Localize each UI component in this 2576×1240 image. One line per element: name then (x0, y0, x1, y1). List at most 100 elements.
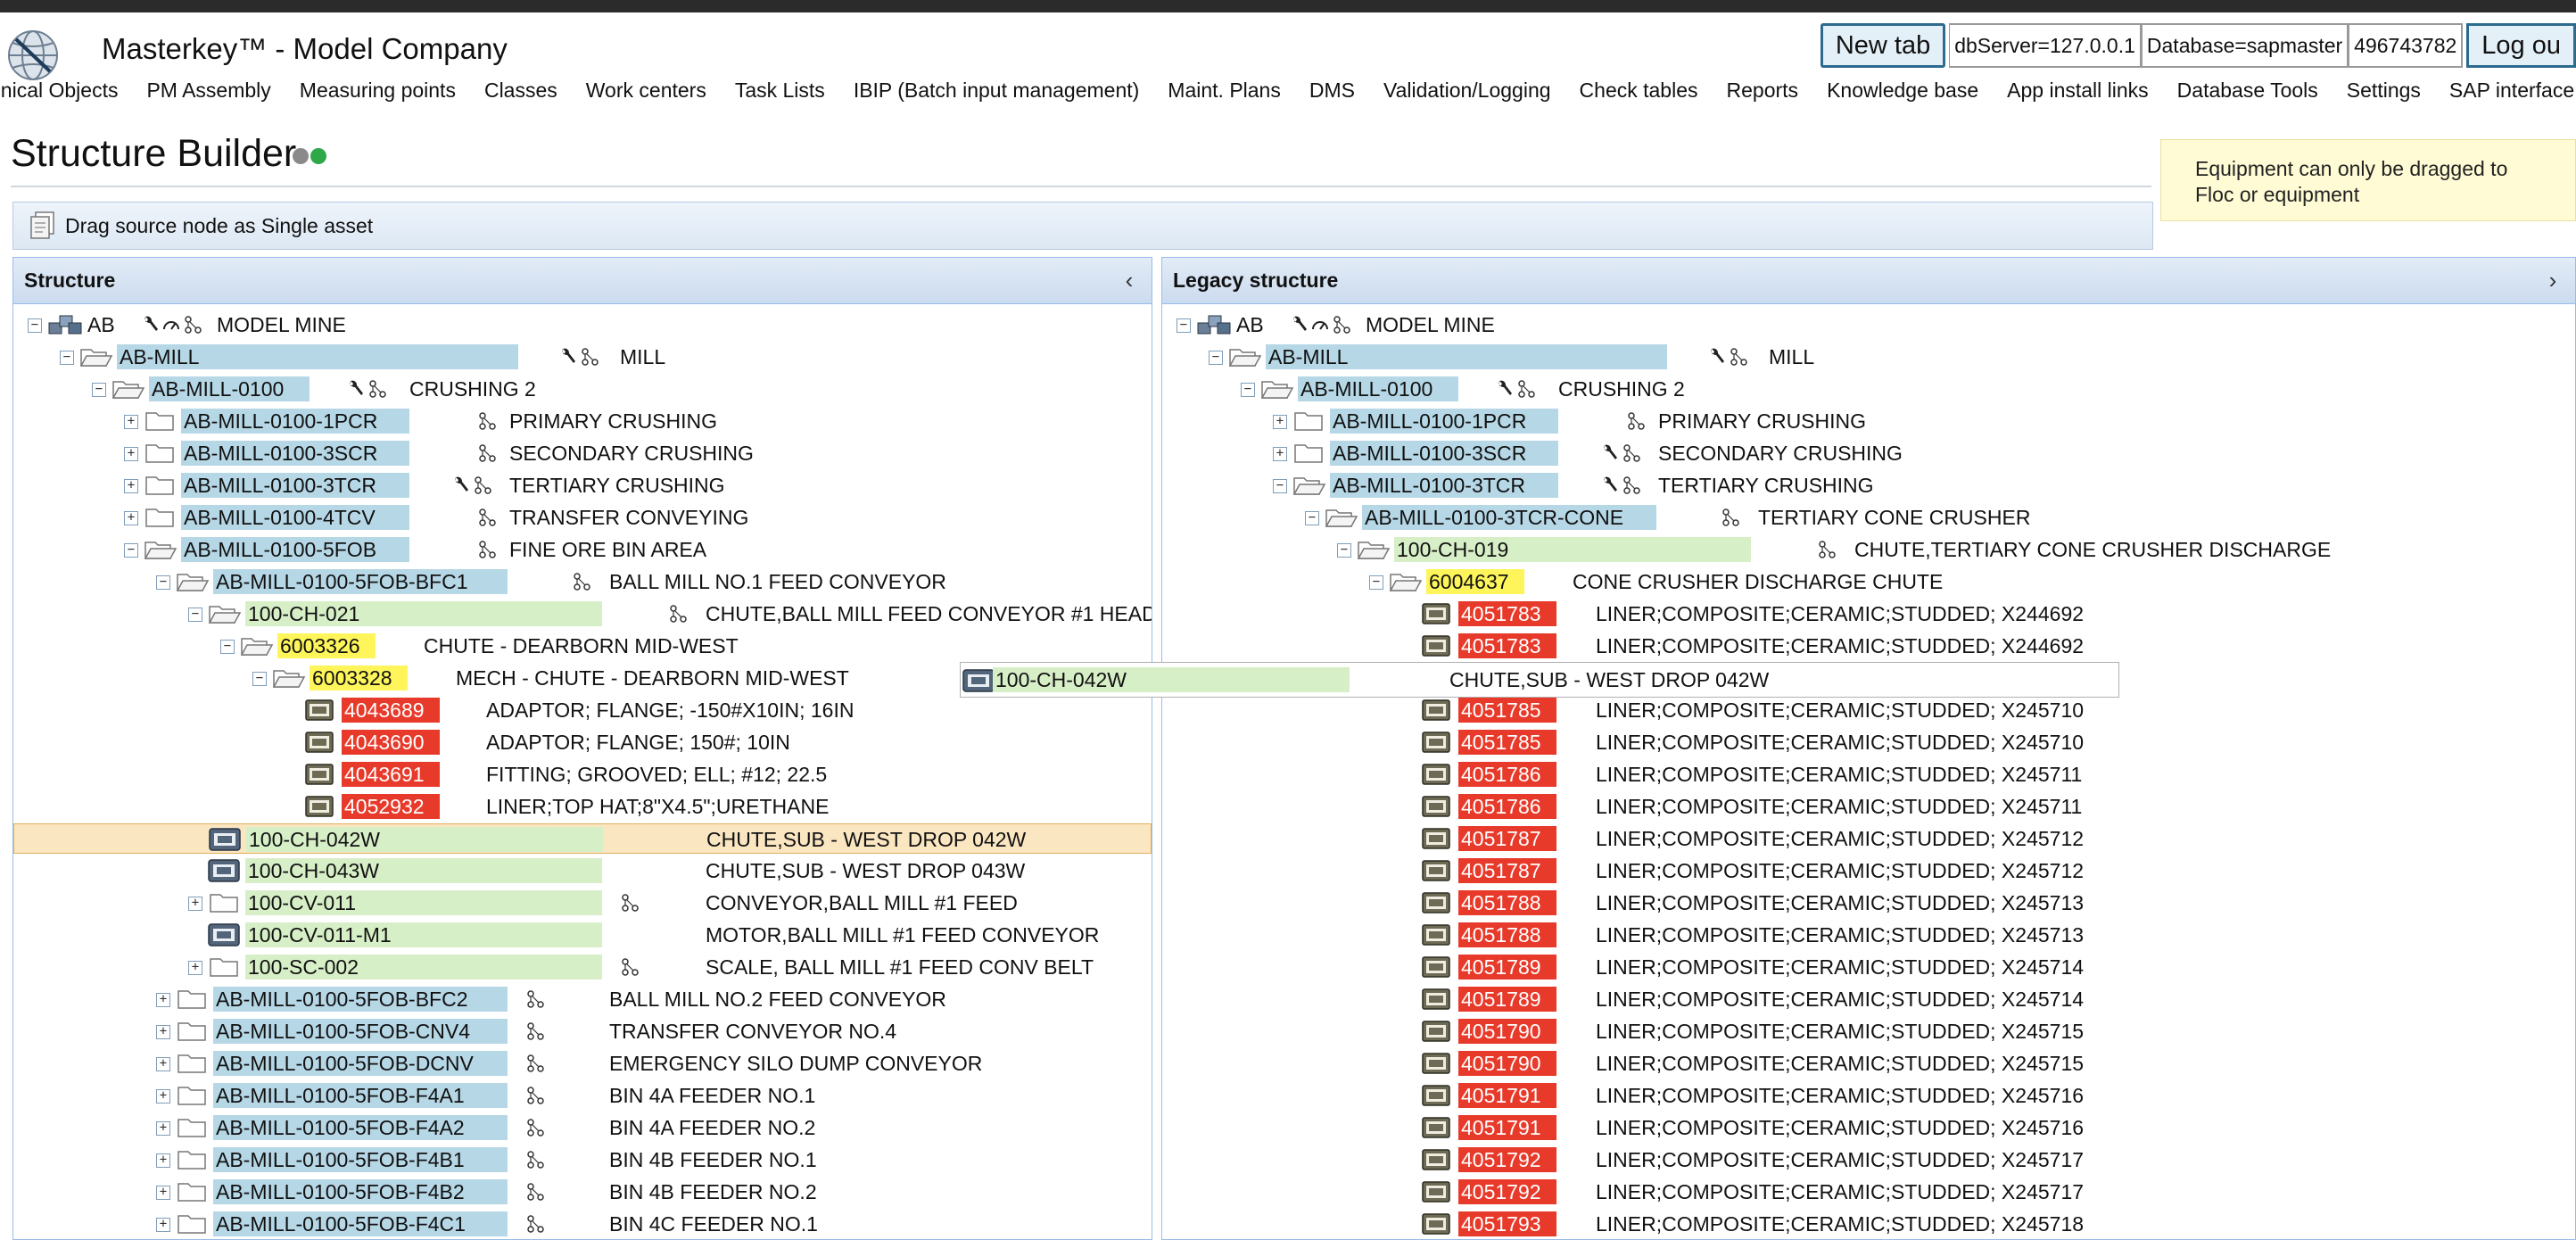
expand-toggle-icon[interactable]: + (156, 1057, 170, 1071)
expand-toggle-icon[interactable]: + (156, 1089, 170, 1104)
expand-toggle-icon[interactable]: + (1273, 447, 1287, 461)
collapse-toggle-icon[interactable]: − (220, 640, 235, 654)
collapse-toggle-icon[interactable]: − (156, 575, 170, 590)
expand-toggle-icon[interactable]: + (156, 1186, 170, 1200)
chevron-right-icon[interactable]: › (2548, 267, 2557, 293)
expand-toggle-icon[interactable]: + (156, 1153, 170, 1168)
logout-button[interactable]: Log ou (2466, 23, 2576, 68)
collapse-toggle-icon[interactable]: − (1305, 511, 1319, 525)
collapse-toggle-icon[interactable]: − (92, 383, 106, 397)
expand-toggle-icon[interactable]: + (156, 993, 170, 1007)
collapse-toggle-icon[interactable]: − (28, 318, 42, 333)
menu-item[interactable]: DMS (1309, 78, 1355, 102)
menu-item[interactable]: Settings (2346, 78, 2421, 102)
menu-item[interactable]: Knowledge base (1827, 78, 1979, 102)
collapse-toggle-icon[interactable]: − (188, 608, 202, 622)
collapse-toggle-icon[interactable]: − (1209, 351, 1223, 365)
collapse-toggle-icon[interactable]: − (1337, 543, 1351, 558)
collapse-toggle-icon[interactable]: − (124, 543, 138, 558)
expand-toggle-icon[interactable]: + (124, 479, 138, 493)
expand-toggle-icon[interactable]: + (1273, 415, 1287, 429)
new-tab-button[interactable]: New tab (1820, 23, 1946, 68)
menu-item[interactable]: Work centers (585, 78, 706, 102)
menu-item[interactable]: Classes (483, 78, 557, 102)
collapse-toggle-icon[interactable]: − (1369, 575, 1383, 590)
expand-toggle-icon[interactable]: + (124, 447, 138, 461)
expand-toggle-icon[interactable]: + (156, 1218, 170, 1232)
expand-toggle-icon[interactable]: + (124, 511, 138, 525)
menu-item[interactable]: Check tables (1579, 78, 1698, 102)
menu-item[interactable]: PM Assembly (146, 78, 271, 102)
menu-item[interactable]: SAP interface (2448, 78, 2575, 102)
menu-item[interactable]: nnical Objects (0, 78, 119, 102)
menu-item[interactable]: Measuring points (299, 78, 456, 102)
menu-item[interactable]: Database Tools (2176, 78, 2318, 102)
menu-item[interactable]: Maint. Plans (1168, 78, 1281, 102)
single-asset-icon[interactable] (29, 211, 56, 240)
collapse-toggle-icon[interactable]: − (252, 672, 267, 686)
collapse-toggle-icon[interactable]: − (1241, 383, 1255, 397)
expand-toggle-icon[interactable]: + (156, 1121, 170, 1136)
expand-toggle-icon[interactable]: + (156, 1025, 170, 1039)
collapse-toggle-icon[interactable]: − (1273, 479, 1287, 493)
expand-toggle-icon[interactable]: + (188, 897, 202, 911)
expand-toggle-icon[interactable]: + (188, 961, 202, 975)
menu-item[interactable]: IBIP (Batch input management) (853, 78, 1140, 102)
menu-item[interactable]: Reports (1726, 78, 1799, 102)
menu-item[interactable]: Validation/Logging (1383, 78, 1551, 102)
